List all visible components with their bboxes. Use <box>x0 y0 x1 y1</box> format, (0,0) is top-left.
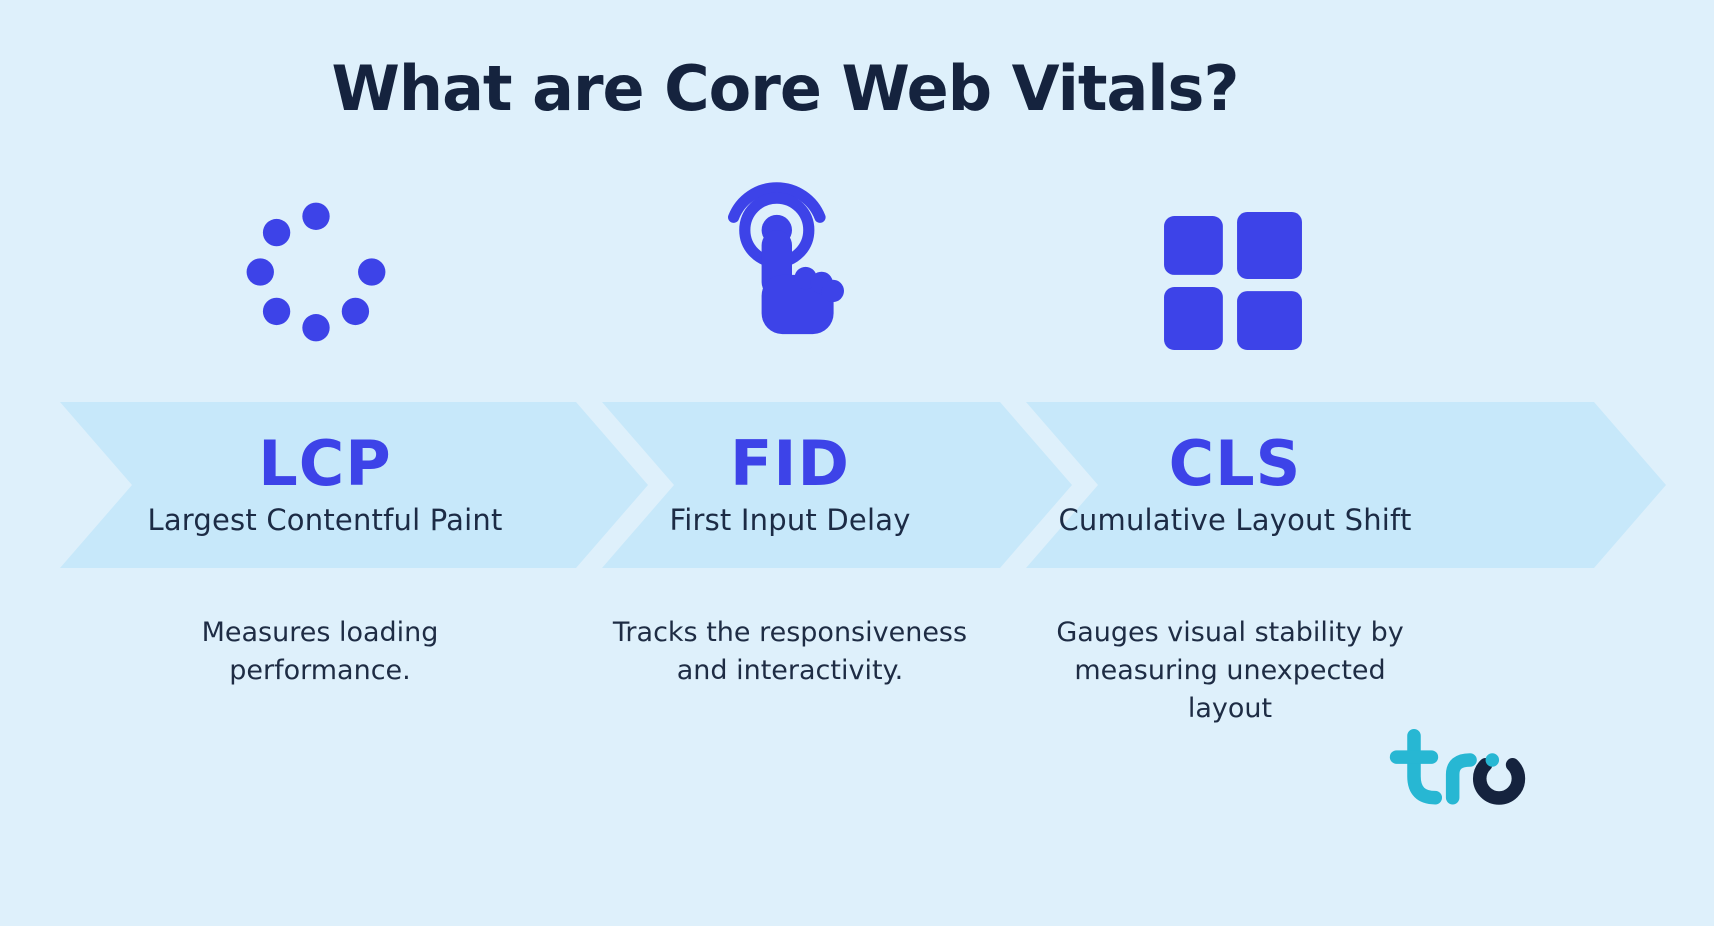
metric-full-name: Cumulative Layout Shift <box>1058 502 1412 537</box>
tap-icon <box>728 182 844 335</box>
metric-full-name: Largest Contentful Paint <box>147 502 503 537</box>
tro-logo-icon <box>1389 729 1526 805</box>
metric-acronym: FID <box>730 426 850 500</box>
page-title: What are Core Web Vitals? <box>331 52 1240 125</box>
tro-logo: tro <box>1385 728 1530 820</box>
chevron-segment-cls <box>1026 402 1666 568</box>
metric-acronym: LCP <box>258 426 392 500</box>
chevron-segment-fid <box>602 402 1072 568</box>
loading-spinner-icon <box>246 202 386 342</box>
loading-spinner-icon <box>240 196 392 348</box>
metric-description: Measures loading performance. <box>201 617 439 686</box>
chevron-segment-lcp <box>60 402 648 568</box>
layout-shift-icon <box>1164 212 1302 350</box>
metric-description: Gauges visual stability by measuring une… <box>1056 617 1404 724</box>
metric-lcp: LCP Largest Contentful Paint <box>110 402 540 568</box>
metric-acronym: CLS <box>1168 426 1302 500</box>
metric-description: Tracks the responsiveness and interactiv… <box>612 617 968 686</box>
metric-full-name: First Input Delay <box>669 502 911 537</box>
layout-shift-icon <box>1162 212 1304 354</box>
metric-fid: FID First Input Delay <box>590 402 990 568</box>
metric-cls: CLS Cumulative Layout Shift <box>1020 402 1450 568</box>
tap-icon <box>700 182 860 355</box>
